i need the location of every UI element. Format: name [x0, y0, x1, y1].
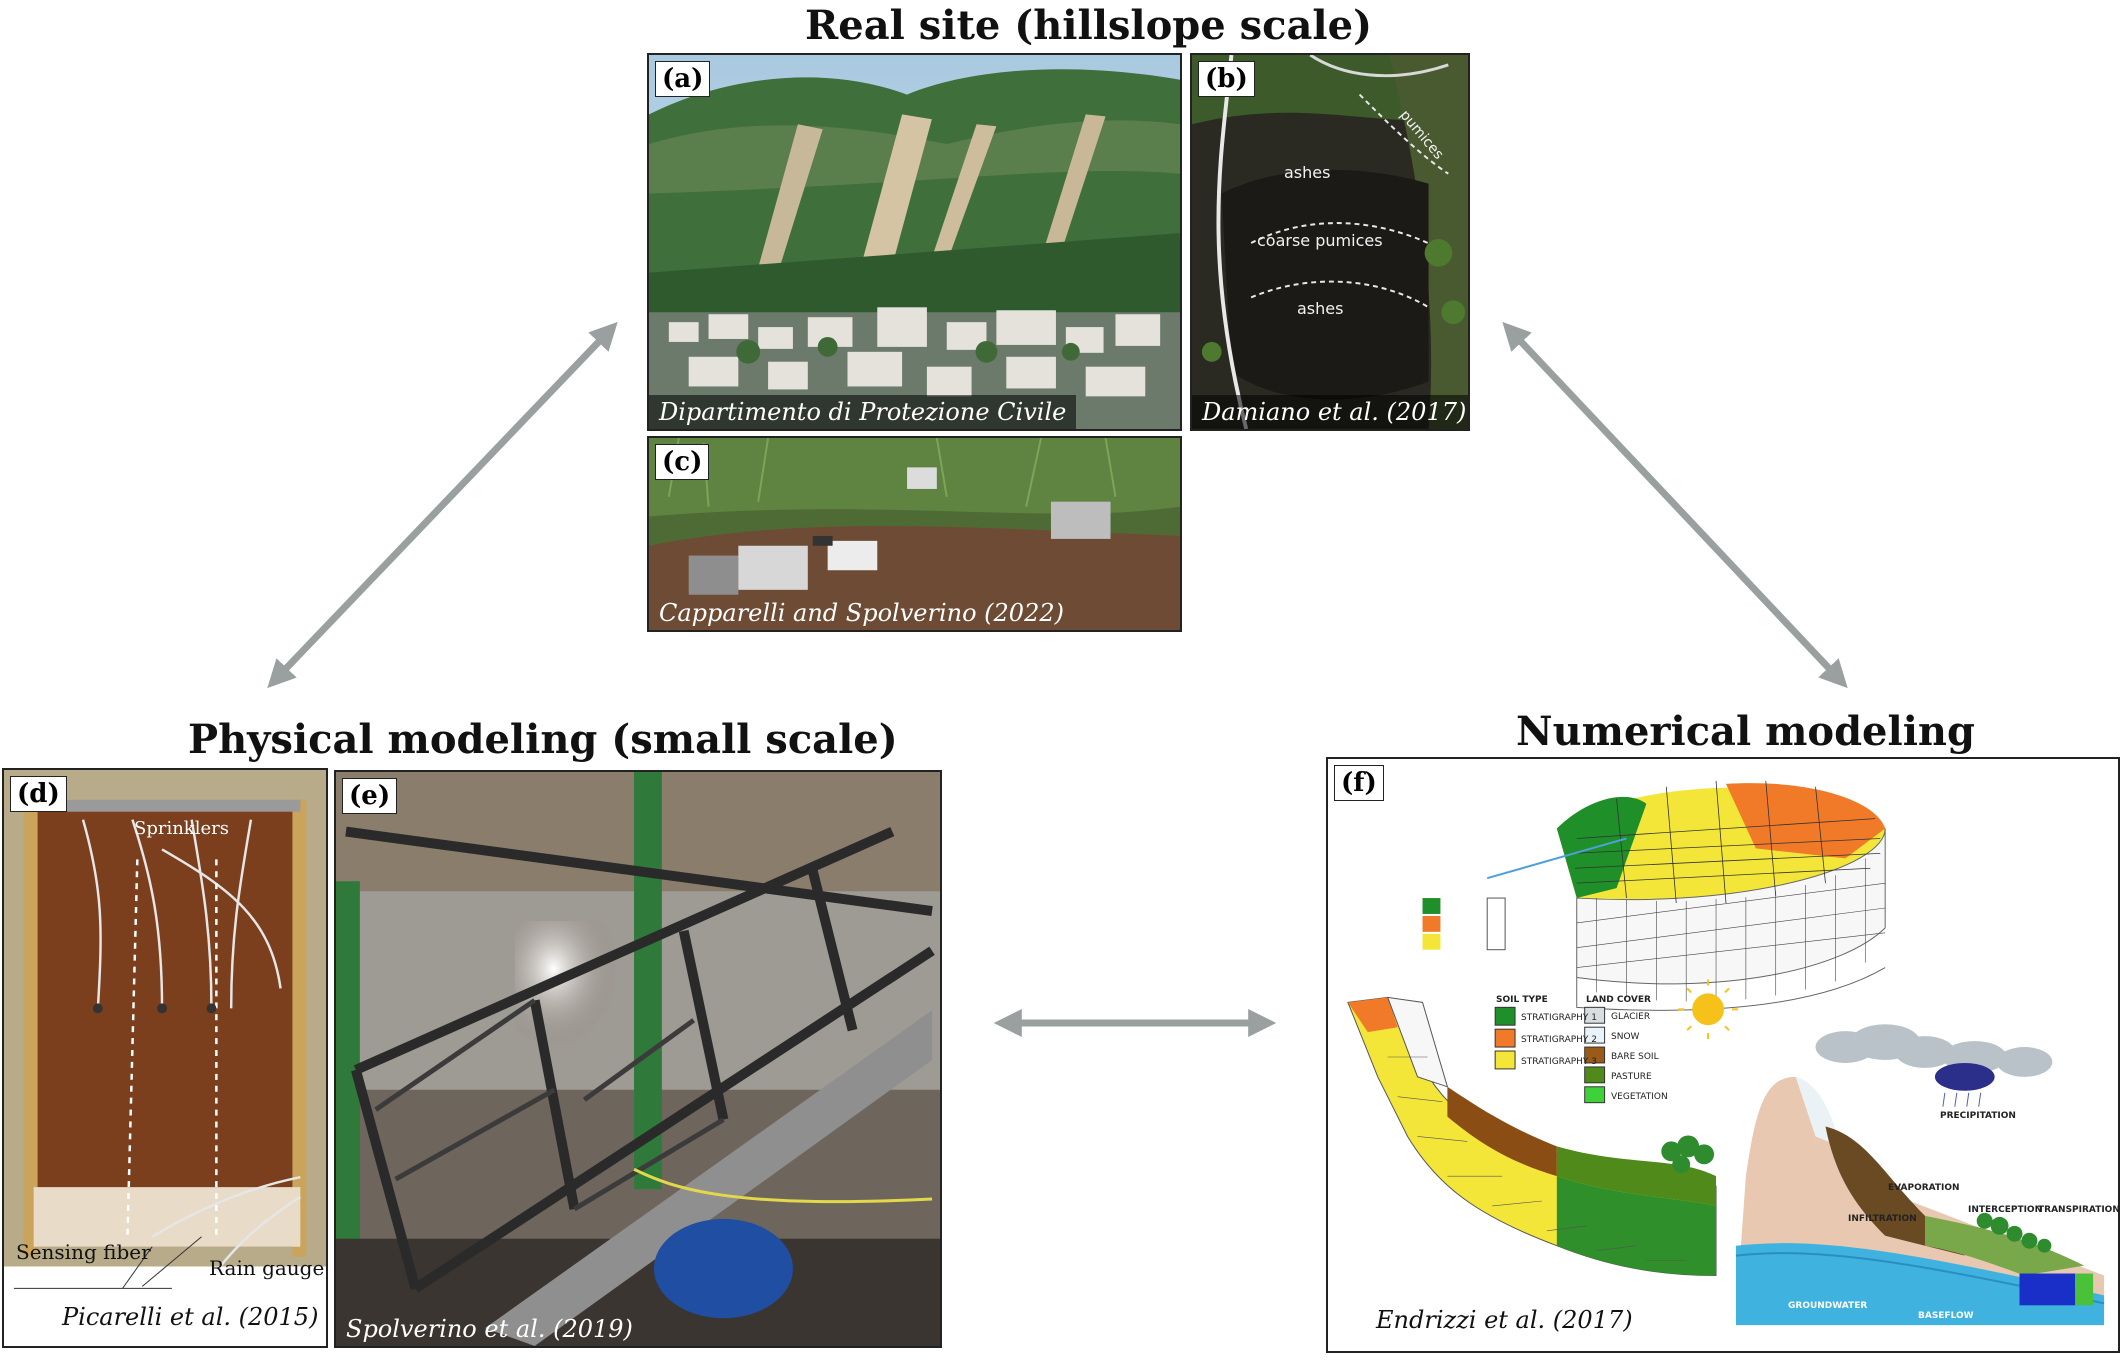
panel-c-monitoring-photo: (c) Capparelli and Spolverino (2022): [647, 436, 1182, 632]
numerical-model-illustration: [1347, 780, 2105, 1326]
numerical-modeling-heading: Numerical modeling: [1516, 708, 1975, 755]
monitoring-station-illustration: [649, 438, 1180, 630]
soil-type-2: STRATIGRAPHY 2: [1521, 1035, 1598, 1045]
soil-type-3: STRATIGRAPHY 3: [1521, 1057, 1598, 1067]
panel-b-caption: Damiano et al. (2017): [1192, 395, 1468, 429]
panel-e-flume-frame-photo: (e) Spolverino et al. (2019): [334, 770, 942, 1348]
arrow-real-site-physical: [267, 321, 618, 689]
layer-ashes-bottom-label: ashes: [1297, 299, 1344, 318]
sprinklers-label: Sprinklers: [134, 818, 229, 839]
land-cover-pasture: PASTURE: [1611, 1072, 1652, 1082]
panel-f-caption: Endrizzi et al. (2017): [1376, 1306, 1633, 1334]
flume-frame-illustration: [336, 772, 940, 1346]
panel-d-caption: Picarelli et al. (2015): [62, 1303, 319, 1331]
panel-b-soil-profile-photo: (b) pumices ashes coarse pumices ashes D…: [1190, 53, 1470, 431]
panel-d-label: (d): [10, 776, 67, 812]
panel-b-label: (b): [1198, 61, 1255, 97]
land-cover-snow: SNOW: [1611, 1032, 1640, 1042]
arrow-real-site-numerical: [1502, 321, 1848, 689]
interception-label: INTERCEPTION: [1968, 1205, 2043, 1215]
panel-f-numerical-model: (f) SOIL TYPE STRATIGRAPHY 1 STRATIGRAPH…: [1326, 757, 2120, 1353]
transpiration-label: TRANSPIRATION: [2038, 1205, 2120, 1215]
infiltration-label: INFILTRATION: [1848, 1214, 1917, 1224]
baseflow-label: BASEFLOW: [1918, 1311, 1974, 1321]
evaporation-label: EVAPORATION: [1888, 1183, 1960, 1193]
flume-illustration: [4, 770, 326, 1346]
layer-coarse-pumices-label: coarse pumices: [1257, 231, 1383, 250]
panel-a-hillslope-photo: (a) Dipartimento di Protezione Civile: [647, 53, 1182, 431]
land-cover-bare-soil: BARE SOIL: [1611, 1052, 1659, 1062]
panel-e-label: (e): [342, 778, 398, 814]
land-cover-title: LAND COVER: [1586, 995, 1651, 1005]
grid-block: [1486, 780, 1886, 1011]
sun-icon: [1678, 979, 1738, 1040]
panel-c-caption: Capparelli and Spolverino (2022): [659, 599, 1064, 627]
groundwater-label: GROUNDWATER: [1788, 1301, 1868, 1311]
hydrology-cross-section: [1735, 1076, 2105, 1326]
hillslope-illustration: [649, 55, 1180, 429]
cloud-icon: [1815, 1024, 2053, 1077]
sensing-fiber-label: Sensing fiber: [16, 1240, 151, 1264]
soil-type-1: STRATIGRAPHY 1: [1521, 1013, 1598, 1023]
soil-land-legend: [1494, 1006, 1606, 1104]
panel-f-label: (f): [1334, 765, 1384, 801]
panel-a-caption: Dipartimento di Protezione Civile: [649, 395, 1077, 429]
physical-modeling-heading: Physical modeling (small scale): [188, 716, 898, 763]
rain-gauge-label: Rain gauge: [209, 1256, 325, 1280]
panel-a-label: (a): [655, 61, 711, 97]
soil-type-title: SOIL TYPE: [1496, 995, 1548, 1005]
land-cover-vegetation: VEGETATION: [1611, 1092, 1668, 1102]
real-site-heading: Real site (hillslope scale): [805, 2, 1372, 49]
precipitation-label: PRECIPITATION: [1940, 1111, 2016, 1121]
panel-c-label: (c): [655, 444, 710, 480]
land-cover-glacier: GLACIER: [1611, 1012, 1651, 1022]
panel-e-caption: Spolverino et al. (2019): [346, 1315, 633, 1343]
soil-profile-illustration: [1192, 55, 1468, 429]
slope-mesh: [1347, 996, 1717, 1277]
panel-d-flume-photo: (d) Sprinklers Sensing fiber Rain gauge …: [2, 768, 328, 1348]
layer-ashes-top-label: ashes: [1284, 163, 1331, 182]
